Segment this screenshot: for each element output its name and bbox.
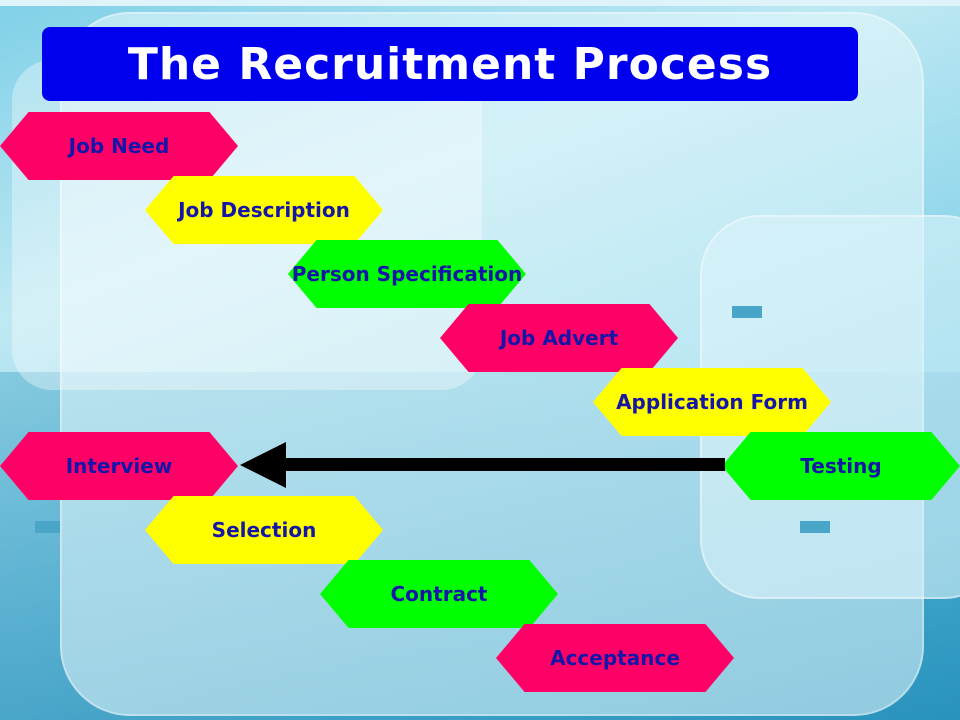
step-selection: Selection <box>145 496 383 564</box>
background-tick <box>35 521 60 533</box>
step-label: Contract <box>390 582 488 606</box>
step-label: Job Need <box>68 134 170 158</box>
step-job-advert: Job Advert <box>440 304 678 372</box>
step-label: Testing <box>800 454 882 478</box>
arrow-head <box>240 442 286 488</box>
step-label: Interview <box>65 454 173 478</box>
testing-to-interview-arrow <box>240 442 725 488</box>
step-testing: Testing <box>722 432 960 500</box>
step-job-description: Job Description <box>145 176 383 244</box>
step-label: Application Form <box>616 390 808 414</box>
title-banner: The Recruitment Process <box>42 27 858 101</box>
step-label: Job Advert <box>499 326 619 350</box>
step-label: Acceptance <box>550 646 680 670</box>
background-top-strip <box>0 0 960 6</box>
step-label: Person Specification <box>291 262 523 286</box>
step-label: Job Description <box>178 198 350 222</box>
step-acceptance: Acceptance <box>496 624 734 692</box>
step-interview: Interview <box>0 432 238 500</box>
arrow-shaft <box>284 458 725 471</box>
step-application-form: Application Form <box>593 368 831 436</box>
step-contract: Contract <box>320 560 558 628</box>
step-label: Selection <box>211 518 317 542</box>
page-title: The Recruitment Process <box>127 38 773 90</box>
background-right-panel <box>700 215 960 599</box>
step-person-specification: Person Specification <box>288 240 526 308</box>
background-tick <box>732 306 762 318</box>
background-tick <box>800 521 830 533</box>
step-job-need: Job Need <box>0 112 238 180</box>
